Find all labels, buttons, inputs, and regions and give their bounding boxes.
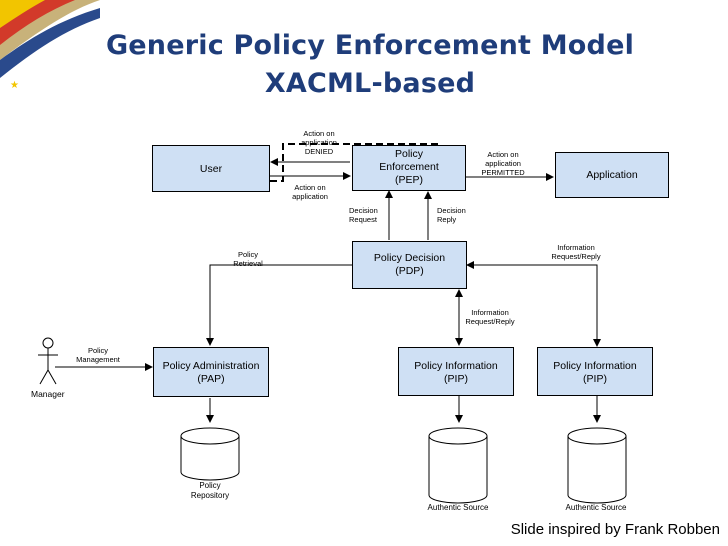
pip1-box-line2: (PIP): [444, 373, 468, 385]
page-title: Generic Policy Enforcement Model: [105, 30, 635, 61]
pip2-box-line1: Policy Information: [553, 360, 637, 372]
pap-box: Policy Administration (PAP): [153, 347, 269, 397]
policy-repository-line1: Policy: [199, 481, 221, 490]
label-policy-retrieval-line1: Policy: [237, 250, 258, 259]
label-policy-retrieval-line2: Retrieval: [233, 259, 263, 268]
label-denied-line2: application: [301, 138, 337, 147]
page-subtitle: XACML-based: [264, 68, 476, 99]
label-policy-management-line2: Management: [76, 355, 120, 364]
label-decision-request: Decision Request: [349, 206, 387, 224]
label-decision-reply-line1: Decision: [437, 206, 466, 215]
label-decision-reply-line2: Reply: [437, 215, 457, 224]
label-permitted-line1: Action on: [487, 150, 519, 159]
label-info-right-line1: Information: [557, 243, 595, 252]
authentic-source-1-label: Authentic Source: [427, 503, 489, 512]
label-permitted-line3: PERMITTED: [481, 168, 525, 177]
pip1-box: Policy Information (PIP): [398, 347, 514, 396]
authentic-source-2-label: Authentic Source: [565, 503, 627, 512]
label-action-user-line1: Action on: [294, 183, 326, 192]
authentic-source-2-icon: [567, 427, 627, 504]
policy-repository-line2: Repository: [190, 491, 230, 500]
pap-box-line2: (PAP): [197, 373, 225, 385]
manager-label: Manager: [31, 389, 65, 399]
pap-box-line1: Policy Administration: [162, 360, 260, 372]
label-info-mid: Information Request/Reply: [460, 308, 520, 326]
connector-policy-retrieval: [206, 264, 352, 346]
label-policy-management: Policy Management: [72, 346, 124, 364]
label-action-user: Action on application: [285, 183, 335, 201]
pep-box-line1: Policy: [394, 148, 423, 160]
label-policy-retrieval: Policy Retrieval: [226, 250, 270, 268]
label-permitted: Action on application PERMITTED: [476, 150, 530, 177]
flag-decoration: ★: [0, 0, 100, 91]
label-denied-line3: DENIED: [304, 147, 334, 156]
label-denied: Action on application DENIED: [294, 129, 344, 156]
pdp-box-line2: (PDP): [395, 265, 424, 277]
label-decision-request-line1: Decision: [349, 206, 378, 215]
application-box: Application: [555, 152, 669, 198]
label-denied-line1: Action on: [303, 129, 335, 138]
pep-box-line3: (PEP): [394, 174, 423, 186]
connector-info-right: [466, 261, 601, 347]
label-permitted-line2: application: [485, 159, 521, 168]
pep-box: Policy Enforcement (PEP): [352, 145, 466, 191]
pdp-box: Policy Decision (PDP): [352, 241, 467, 289]
svg-text:★: ★: [10, 80, 19, 91]
pep-box-line2: Enforcement: [379, 161, 439, 173]
label-info-mid-line1: Information: [471, 308, 509, 317]
user-box-label: User: [199, 163, 223, 175]
pip2-box-line2: (PIP): [583, 373, 607, 385]
label-action-user-line2: application: [292, 192, 328, 201]
label-info-mid-line2: Request/Reply: [465, 317, 515, 326]
policy-repository-icon: [180, 427, 240, 481]
authentic-source-1-icon: [428, 427, 488, 504]
policy-repository-label: Policy Repository: [180, 481, 240, 501]
application-box-label: Application: [586, 169, 638, 181]
pip1-box-line1: Policy Information: [414, 360, 498, 372]
label-info-right-line2: Request/Reply: [551, 252, 601, 261]
user-box: User: [152, 145, 270, 192]
label-decision-reply: Decision Reply: [437, 206, 473, 224]
label-info-right: Information Request/Reply: [546, 243, 606, 261]
label-policy-management-line1: Policy: [87, 346, 108, 355]
pdp-box-line1: Policy Decision: [373, 252, 446, 264]
label-decision-request-line2: Request: [349, 215, 377, 224]
pip2-box: Policy Information (PIP): [537, 347, 653, 396]
manager-actor-icon: [38, 337, 58, 385]
slide-credit: Slide inspired by Frank Robben: [510, 521, 720, 538]
